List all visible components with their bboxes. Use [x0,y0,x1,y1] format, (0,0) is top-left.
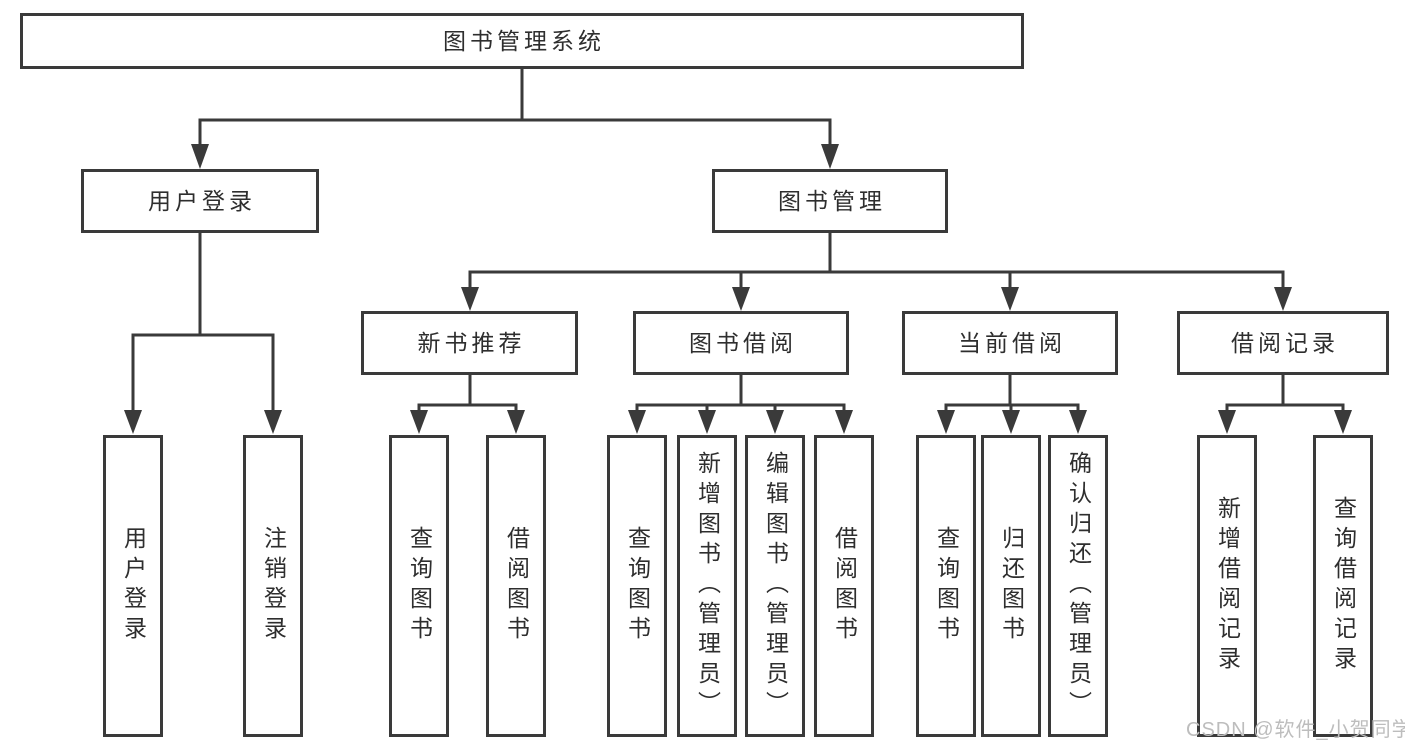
node-new-book-recommend-label: 新书推荐 [417,329,526,356]
node-book-borrow: 图书借阅 [633,311,849,375]
node-current-borrow: 当前借阅 [902,311,1118,375]
node-borrow-records: 借阅记录 [1177,311,1389,375]
node-leaf-return-book-label: 归还图书 [998,526,1025,646]
csdn-watermark: CSDN @软件_小贺同学 [1186,719,1405,741]
node-user-login-label: 用户登录 [148,187,256,214]
node-leaf-logout-label: 注销登录 [260,526,287,646]
node-leaf-logout: 注销登录 [243,435,303,737]
node-leaf-borrow-book-label: 借阅图书 [831,526,858,646]
node-leaf-confirm-return-admin-label: 确认归还（管理员） [1065,451,1092,721]
node-leaf-query-book-current: 查询图书 [916,435,976,737]
arrowheads [124,144,1352,434]
node-leaf-query-book-borrow-label: 查询图书 [624,526,651,646]
node-leaf-edit-book-admin-label: 编辑图书（管理员） [762,451,789,721]
node-user-login: 用户登录 [81,169,319,233]
node-root: 图书管理系统 [20,13,1024,69]
node-leaf-confirm-return-admin: 确认归还（管理员） [1048,435,1108,737]
node-leaf-borrow-book-recommend: 借阅图书 [486,435,546,737]
node-leaf-edit-book-admin: 编辑图书（管理员） [745,435,805,737]
node-leaf-query-borrow-record: 查询借阅记录 [1313,435,1373,737]
node-leaf-add-book-admin-label: 新增图书（管理员） [694,451,721,721]
node-leaf-add-book-admin: 新增图书（管理员） [677,435,737,737]
node-leaf-borrow-book-recommend-label: 借阅图书 [503,526,530,646]
node-leaf-query-book-current-label: 查询图书 [933,526,960,646]
node-leaf-borrow-book: 借阅图书 [814,435,874,737]
node-leaf-query-book-recommend: 查询图书 [389,435,449,737]
node-leaf-return-book: 归还图书 [981,435,1041,737]
node-leaf-user-login-label: 用户登录 [120,526,147,646]
node-new-book-recommend: 新书推荐 [361,311,578,375]
node-leaf-add-borrow-record-label: 新增借阅记录 [1214,496,1241,676]
node-leaf-query-book-borrow: 查询图书 [607,435,667,737]
node-current-borrow-label: 当前借阅 [958,329,1066,356]
node-root-label: 图书管理系统 [443,27,605,54]
node-leaf-query-book-recommend-label: 查询图书 [406,526,433,646]
node-book-management-label: 图书管理 [778,187,886,214]
node-book-management: 图书管理 [712,169,948,233]
node-leaf-user-login: 用户登录 [103,435,163,737]
node-leaf-query-borrow-record-label: 查询借阅记录 [1330,496,1357,676]
node-book-borrow-label: 图书借阅 [689,329,797,356]
node-borrow-records-label: 借阅记录 [1231,329,1339,356]
node-leaf-add-borrow-record: 新增借阅记录 [1197,435,1257,737]
